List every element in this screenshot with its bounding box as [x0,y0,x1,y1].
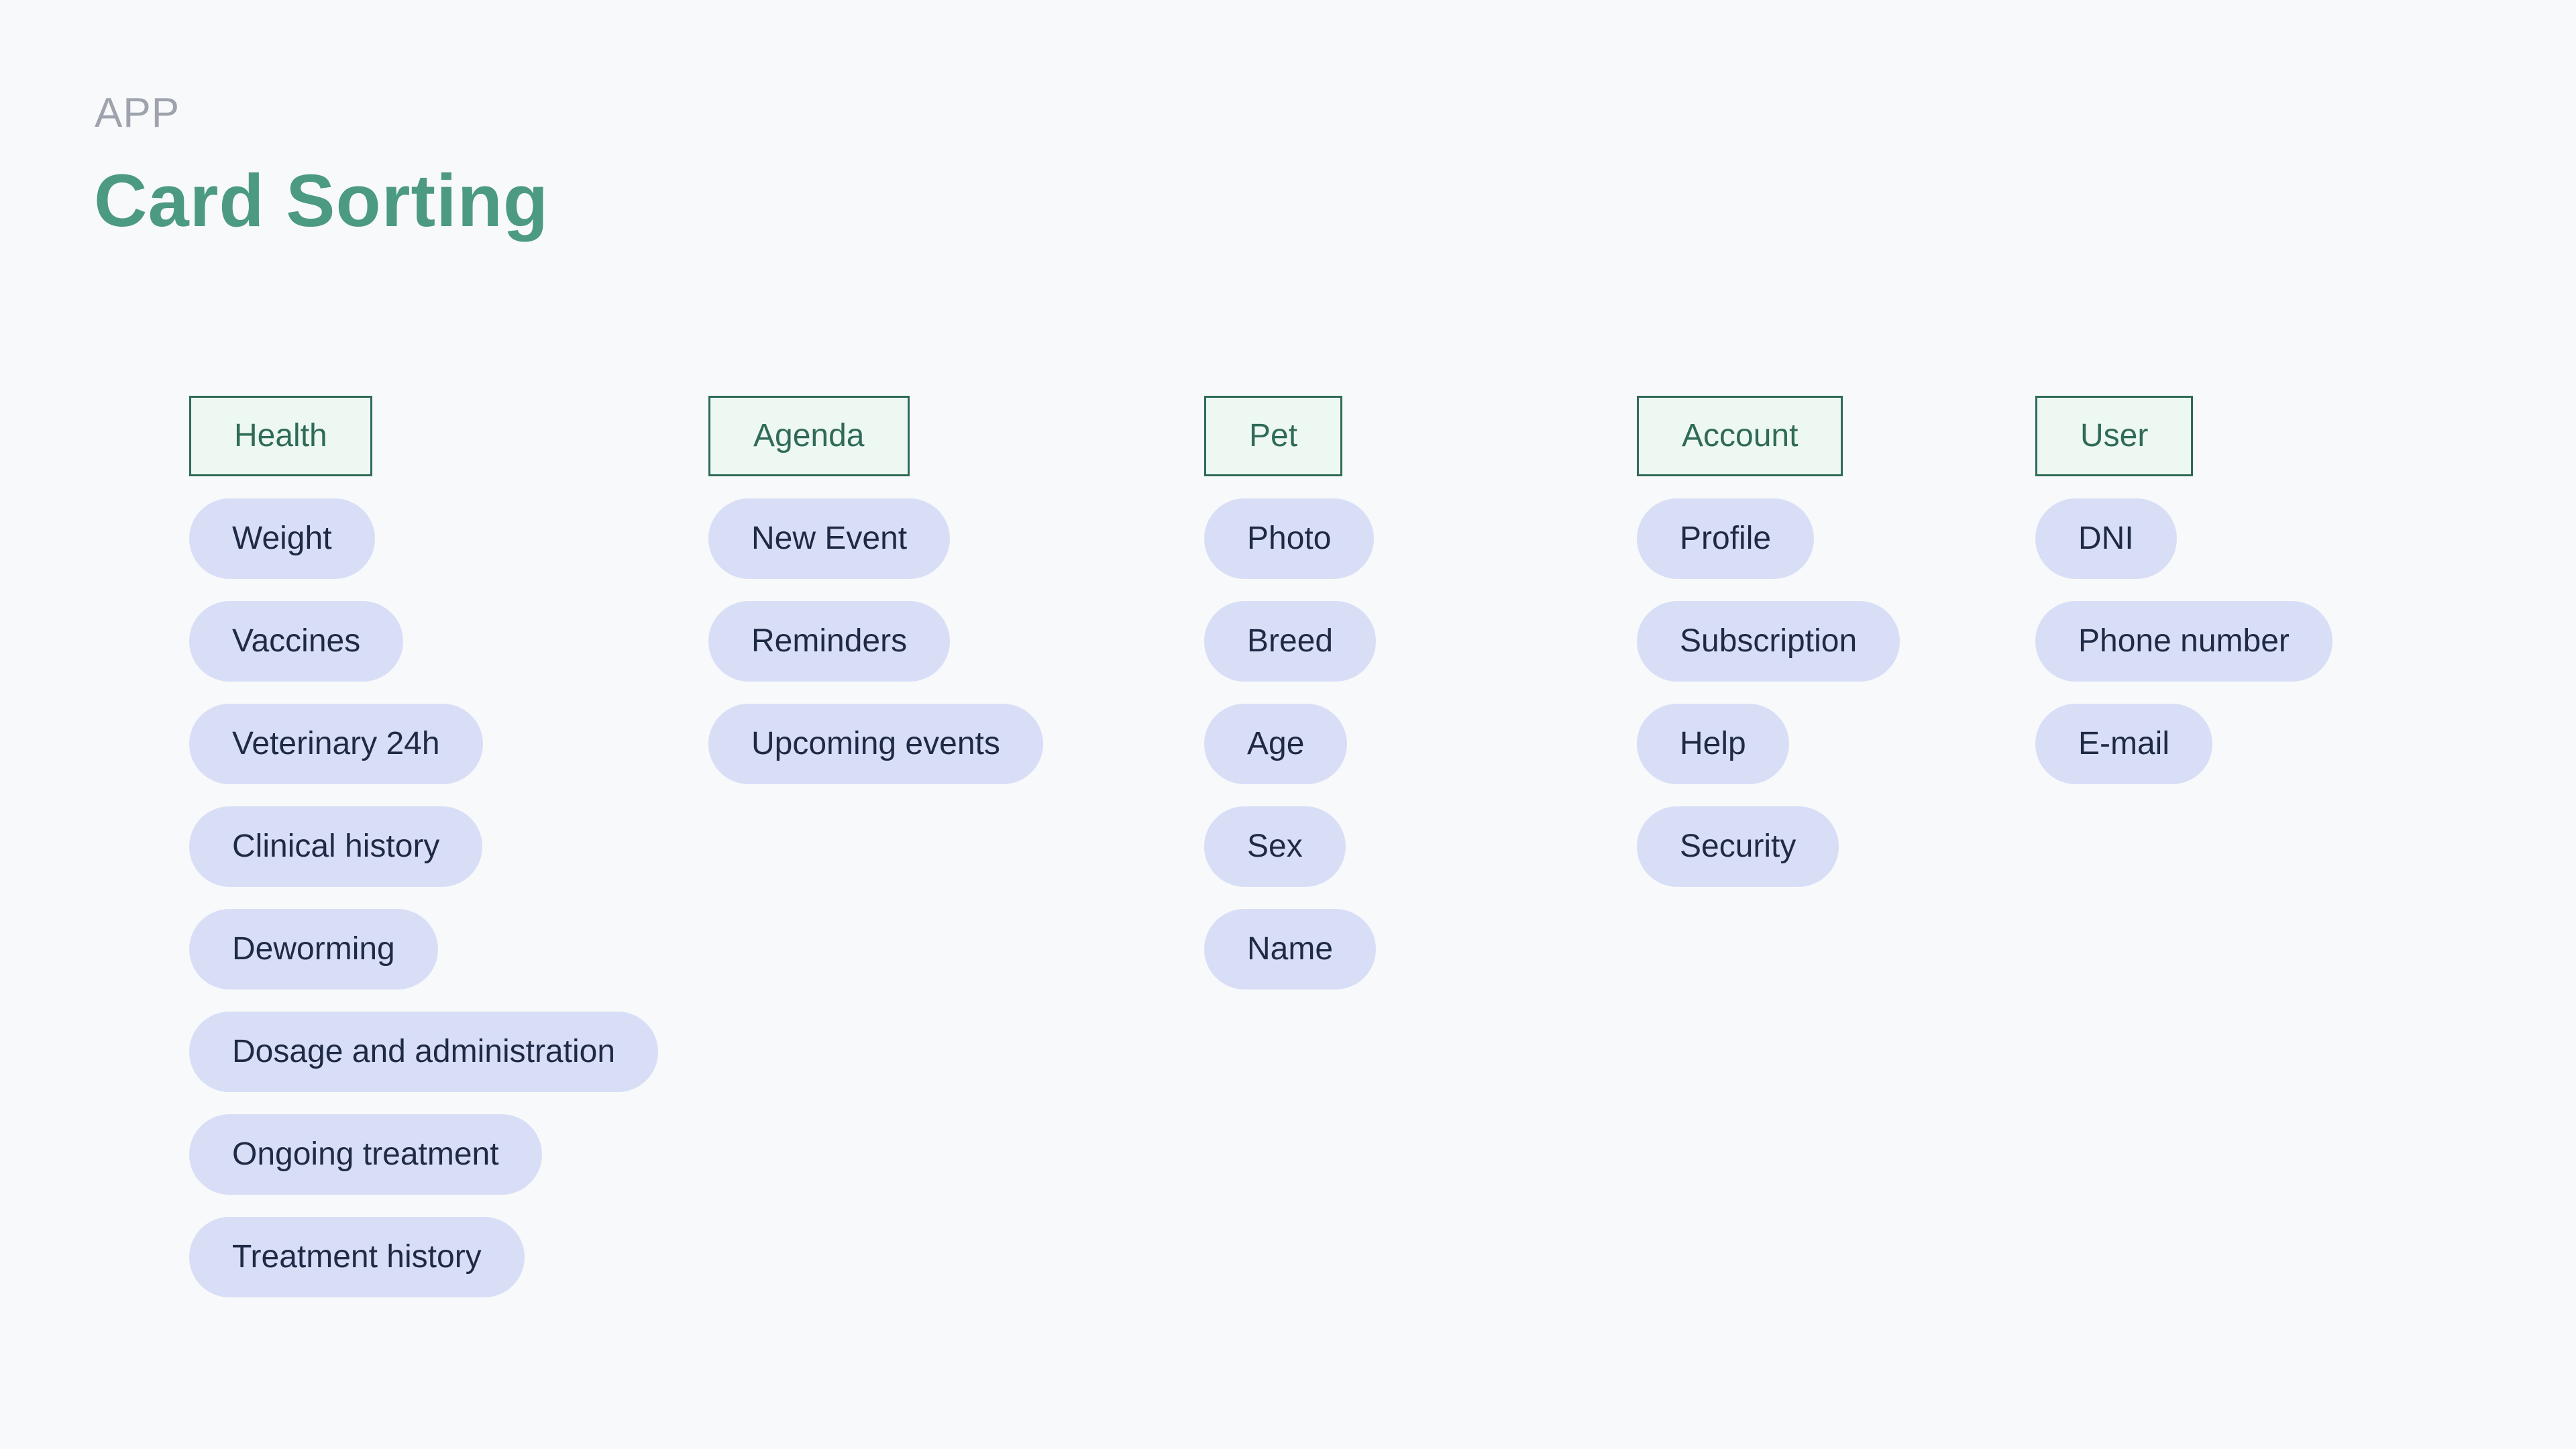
card-security[interactable]: Security [1637,806,1839,887]
card-weight[interactable]: Weight [189,498,375,579]
card-phone-number[interactable]: Phone number [2035,601,2332,682]
card-new-event[interactable]: New Event [708,498,951,579]
card-breed[interactable]: Breed [1204,601,1377,682]
column-agenda: Agenda New Event Reminders Upcoming even… [708,396,1043,806]
column-health: Health Weight Vaccines Veterinary 24h Cl… [189,396,659,1320]
card-veterinary-24h[interactable]: Veterinary 24h [189,704,483,784]
card-sex[interactable]: Sex [1204,806,1346,887]
page-eyebrow: APP [95,90,180,136]
card-reminders[interactable]: Reminders [708,601,951,682]
card-clinical-history[interactable]: Clinical history [189,806,483,887]
card-dni[interactable]: DNI [2035,498,2177,579]
page-title: Card Sorting [94,160,549,242]
card-age[interactable]: Age [1204,704,1348,784]
card-deworming[interactable]: Deworming [189,909,438,989]
card-ongoing-treatment[interactable]: Ongoing treatment [189,1114,542,1195]
column-user: User DNI Phone number E-mail [2035,396,2332,806]
card-treatment-history[interactable]: Treatment history [189,1217,525,1297]
category-account: Account [1637,396,1843,476]
card-help[interactable]: Help [1637,704,1789,784]
card-upcoming-events[interactable]: Upcoming events [708,704,1043,784]
card-subscription[interactable]: Subscription [1637,601,1900,682]
card-dosage-and-administration[interactable]: Dosage and administration [189,1012,659,1092]
card-vaccines[interactable]: Vaccines [189,601,404,682]
category-pet: Pet [1204,396,1343,476]
category-health: Health [189,396,372,476]
card-name[interactable]: Name [1204,909,1377,989]
category-user: User [2035,396,2194,476]
card-e-mail[interactable]: E-mail [2035,704,2213,784]
category-agenda: Agenda [708,396,910,476]
column-account: Account Profile Subscription Help Securi… [1637,396,1900,909]
card-profile[interactable]: Profile [1637,498,1815,579]
card-photo[interactable]: Photo [1204,498,1375,579]
column-pet: Pet Photo Breed Age Sex Name [1204,396,1377,1012]
